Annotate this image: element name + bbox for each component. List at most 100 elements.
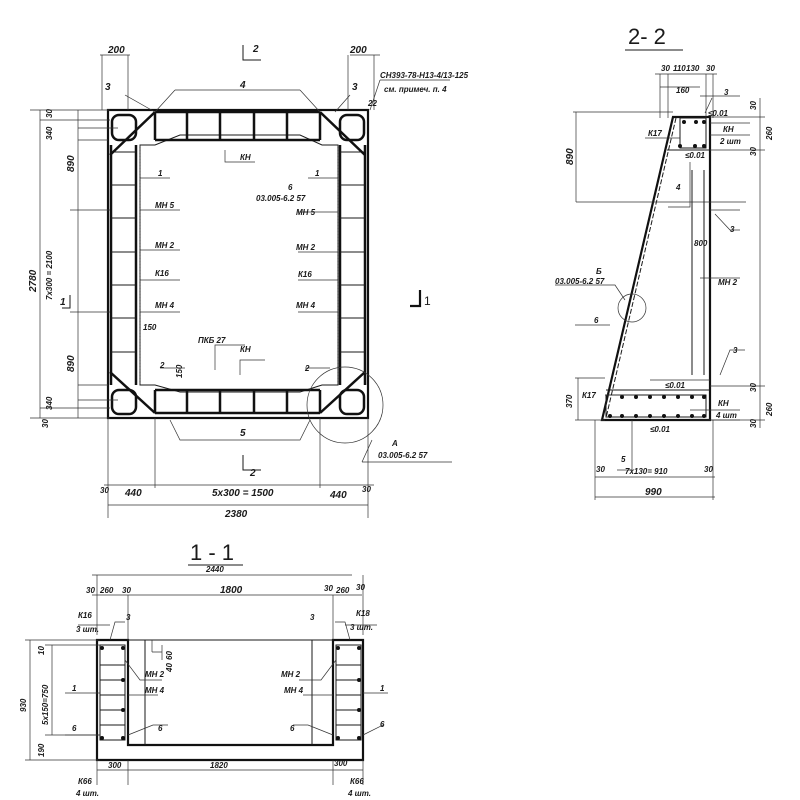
label-mn2-left: МН 2 <box>145 670 165 679</box>
dim-7x130: 7x130= 910 <box>625 467 668 476</box>
plan-inner-contour <box>139 134 339 393</box>
rebar-dots <box>100 646 361 740</box>
plan-dimension-lines <box>30 54 452 518</box>
dim-300-left: 300 <box>108 761 122 770</box>
label-1-right: 1 <box>315 169 320 178</box>
label-pos-4: 4 <box>675 183 681 192</box>
dim-890: 890 <box>565 148 576 165</box>
dim-260-foot: 260 <box>765 402 774 417</box>
label-k16-left-qty: 3 шт. <box>76 625 99 634</box>
label-pos-6-right1: 6 <box>290 724 295 733</box>
label-pos-1-left: 1 <box>72 684 77 693</box>
dim-30-foot1: 30 <box>749 383 758 392</box>
dim-440-left: 440 <box>124 488 142 499</box>
dim-40: 40 <box>165 663 174 673</box>
corner-loop <box>338 113 366 142</box>
right-wall-cage <box>335 644 362 741</box>
foot-cage <box>605 394 707 418</box>
dim-930: 930 <box>19 698 28 712</box>
callout-a-label: А <box>391 439 398 448</box>
slanted-bar-6 <box>605 117 677 419</box>
slope-top: ≤0.01 <box>708 109 729 118</box>
section-2-2-slab-lines <box>606 149 710 391</box>
slope-mid: ≤0.01 <box>685 151 706 160</box>
plan-mesh-lines <box>139 145 339 385</box>
dim-30b: 30 <box>706 64 715 73</box>
wall-ties <box>100 664 361 726</box>
dim-2380: 2380 <box>224 509 248 520</box>
label-k18-right-qty: 3 шт. <box>350 623 373 632</box>
dim-890-top: 890 <box>66 155 77 172</box>
dim-30-left: 30 <box>596 465 605 474</box>
dim-2440: 2440 <box>205 565 224 574</box>
slope-bottom: ≤0.01 <box>650 425 671 434</box>
plan-wall-ties <box>111 151 365 353</box>
section-label-1-left: 1 <box>60 297 66 308</box>
rebar-dots <box>608 120 706 418</box>
dim-30-top: 30 <box>45 109 54 118</box>
section-1-1-contour <box>95 638 365 762</box>
label-mn2-left: МН 2 <box>155 241 175 250</box>
dim-190: 190 <box>37 743 46 757</box>
dim-2780: 2780 <box>28 269 39 293</box>
label-mn4-right: МН 4 <box>296 301 316 310</box>
dim-30a: 30 <box>86 586 95 595</box>
label-pos-3-mid: 3 <box>730 225 735 234</box>
section-mark-1-left <box>62 295 71 309</box>
section-2-2: 2- 2 30 110 130 30 160 3 ≤0.01 30 К17 КН <box>555 24 774 500</box>
dim-30-foot2: 30 <box>749 419 758 428</box>
section-1-1-dim-lines <box>25 574 388 785</box>
plan-leader-lines <box>140 150 338 375</box>
label-kn-top: КН <box>723 125 734 134</box>
label-pos-3-top: 3 <box>724 88 729 97</box>
dim-7x300: 7x300 = 2100 <box>45 250 54 300</box>
section-1-1: 1 - 1 2440 30 260 30 1800 30 260 <box>19 540 388 798</box>
label-k66-left-qty: 4 шт. <box>75 789 99 798</box>
dim-440-right: 440 <box>329 490 347 501</box>
dim-5x300: 5x300 = 1500 <box>212 488 274 499</box>
callout-circle-a <box>306 366 384 444</box>
dim-60: 60 <box>165 651 174 660</box>
label-6: 6 <box>288 183 293 192</box>
dim-260a: 260 <box>99 586 114 595</box>
section-1-1-inner-lines <box>128 639 333 745</box>
dim-30-top2: 30 <box>749 147 758 156</box>
section-2-2-title: 2- 2 <box>628 24 666 49</box>
dim-340-bottom: 340 <box>45 396 54 410</box>
section-label-2-top: 2 <box>252 44 259 55</box>
corner-loop <box>338 388 366 416</box>
plan-bottom-beam-bars <box>155 388 320 415</box>
label-kn-top-qty: 2 шт <box>719 137 741 146</box>
callout-b-label: Б <box>596 267 602 276</box>
callout-a-ref: 03.005-6.2 57 <box>378 451 428 460</box>
label-k66-right-qty: 4 шт. <box>347 789 371 798</box>
label-kn-foot-qty: 4 шт <box>715 411 737 420</box>
label-mn5-right: МН 5 <box>296 208 316 217</box>
dim-30c: 30 <box>324 584 333 593</box>
label-mn2-right: МН 2 <box>281 670 301 679</box>
label-6-ref: 03.005-6.2 57 <box>256 194 306 203</box>
label-kn-top: КН <box>240 153 251 162</box>
label-k17-foot: К17 <box>582 391 596 400</box>
label-k17-top: К17 <box>648 129 662 138</box>
label-mn5-left: МН 5 <box>155 201 175 210</box>
stem-mesh-mn2 <box>691 170 705 375</box>
section-2-2-contour <box>600 115 712 422</box>
label-mn2-right: МН 2 <box>296 243 316 252</box>
dim-200-left: 200 <box>107 45 125 56</box>
label-k16-left: К16 <box>78 611 92 620</box>
dim-260-top: 260 <box>765 126 774 141</box>
label-pos-6-right2: 6 <box>380 720 385 729</box>
label-kn-bottom: КН <box>240 345 251 354</box>
dim-130: 130 <box>686 64 700 73</box>
dim-1800: 1800 <box>220 585 243 596</box>
dim-30a: 30 <box>661 64 670 73</box>
dim-990: 990 <box>645 487 662 498</box>
plan-outer-contour <box>106 108 370 420</box>
section-1-1-title: 1 - 1 <box>190 540 234 565</box>
dim-30b: 30 <box>122 586 131 595</box>
label-2-right: 2 <box>304 364 310 373</box>
dim-30-top: 30 <box>749 101 758 110</box>
